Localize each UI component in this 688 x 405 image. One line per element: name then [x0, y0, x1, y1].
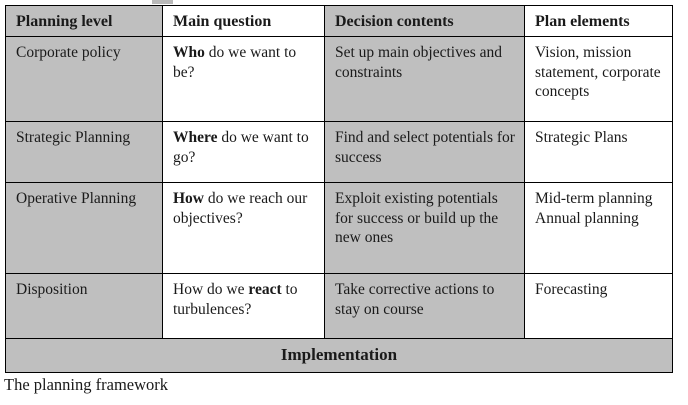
table-row: Corporate policy Who do we want to be? S…: [5, 36, 673, 123]
scan-artifact: [152, 0, 173, 4]
cell-decision-contents: Find and select potentials for success: [324, 121, 525, 184]
table-row: Disposition How do we react to turbulenc…: [5, 273, 673, 340]
column-header-planning-level: Planning level: [5, 4, 163, 38]
column-header-decision-contents: Decision contents: [324, 4, 525, 38]
planning-framework-table-wrapper: Planning level Main question Decision co…: [5, 4, 673, 374]
question-text: to turbulences?: [173, 281, 298, 318]
implementation-band-row: Implementation: [5, 338, 673, 374]
cell-planning-level: Operative Planning: [5, 182, 163, 275]
cell-main-question: Where do we want to go?: [162, 121, 325, 184]
implementation-band-label: Implementation: [5, 338, 673, 374]
cell-plan-elements: Strategic Plans: [524, 121, 673, 184]
cell-planning-level: Disposition: [5, 273, 163, 340]
table-header-row: Planning level Main question Decision co…: [5, 4, 673, 38]
plan-element-line: Annual planning: [535, 209, 639, 227]
figure-caption: The planning framework: [4, 375, 169, 394]
question-text-pre: How do we: [173, 281, 249, 299]
cell-plan-elements: Forecasting: [524, 273, 673, 340]
question-text: do we reach our objectives?: [173, 190, 308, 227]
question-keyword: react: [248, 281, 282, 299]
column-header-plan-elements: Plan elements: [524, 4, 673, 38]
cell-main-question: Who do we want to be?: [162, 36, 325, 123]
cell-planning-level: Strategic Planning: [5, 121, 163, 184]
cell-decision-contents: Exploit existing potentials for success …: [324, 182, 525, 275]
planning-framework-table: Planning level Main question Decision co…: [5, 4, 673, 374]
table-row: Strategic Planning Where do we want to g…: [5, 121, 673, 184]
cell-main-question: How do we react to turbulences?: [162, 273, 325, 340]
table-row: Operative Planning How do we reach our o…: [5, 182, 673, 275]
cell-plan-elements: Vision, mission statement, corporate con…: [524, 36, 673, 123]
question-keyword: Who: [173, 44, 205, 62]
question-keyword: How: [173, 190, 204, 208]
cell-decision-contents: Set up main objectives and constraints: [324, 36, 525, 123]
column-header-main-question: Main question: [162, 4, 325, 38]
cell-main-question: How do we reach our objectives?: [162, 182, 325, 275]
question-text: do we want to be?: [173, 44, 297, 81]
plan-element-line: Mid-term planning: [535, 190, 653, 208]
question-text: do we want to go?: [173, 129, 309, 166]
question-keyword: Where: [173, 129, 218, 147]
cell-decision-contents: Take corrective actions to stay on cours…: [324, 273, 525, 340]
cell-planning-level: Corporate policy: [5, 36, 163, 123]
